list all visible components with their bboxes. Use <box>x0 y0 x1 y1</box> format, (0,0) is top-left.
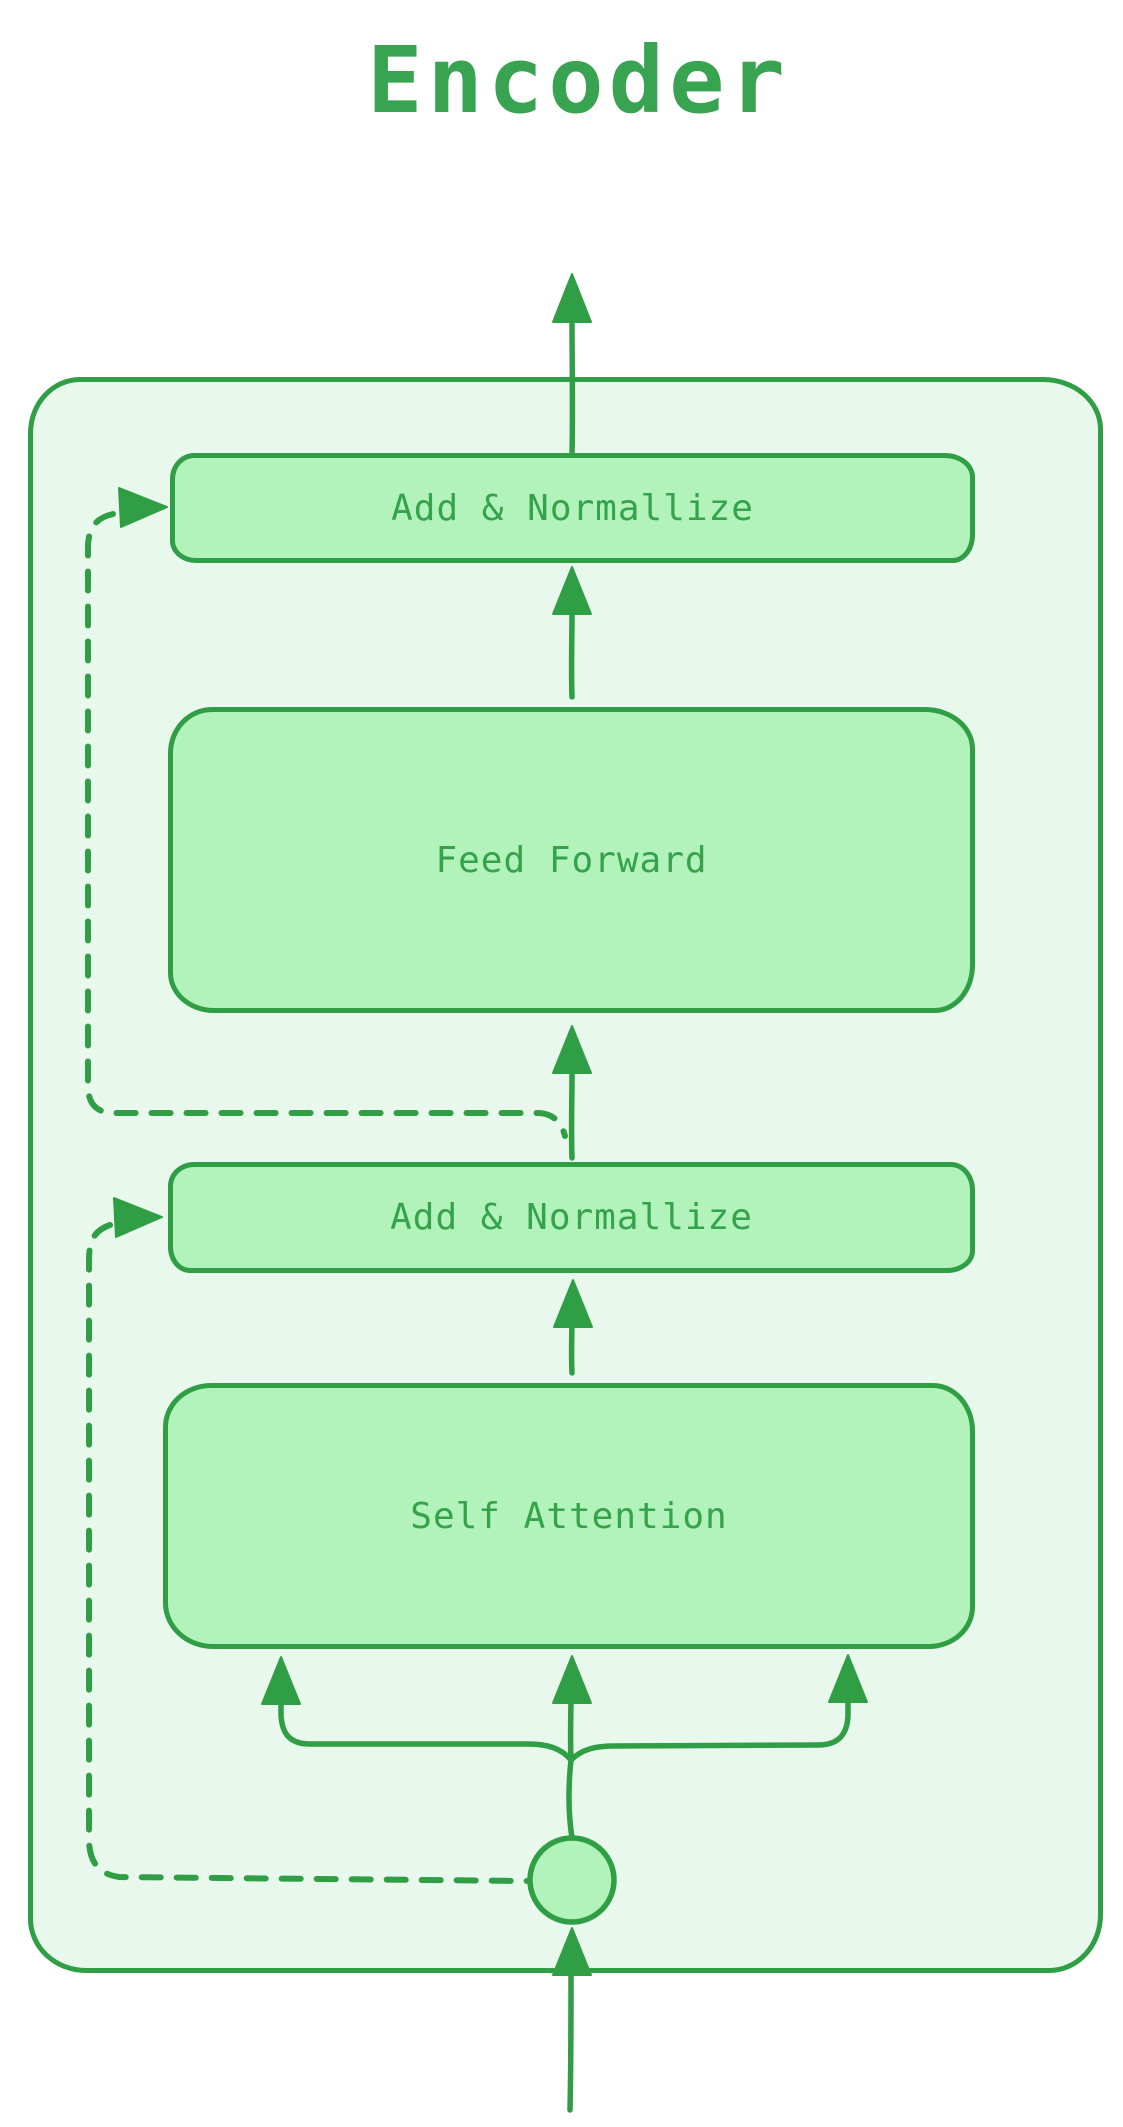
block-add-normalize-bottom: Add & Normallize <box>168 1162 975 1273</box>
diagram-title: Encoder <box>367 27 790 134</box>
block-feed-forward-label: Feed Forward <box>435 839 708 881</box>
block-add-normalize-top-label: Add & Normallize <box>391 487 754 529</box>
block-self-attention-label: Self Attention <box>410 1495 728 1537</box>
block-add-normalize-top: Add & Normallize <box>170 453 975 563</box>
block-self-attention: Self Attention <box>163 1383 975 1649</box>
block-feed-forward: Feed Forward <box>168 707 975 1013</box>
block-add-normalize-bottom-label: Add & Normallize <box>390 1197 753 1238</box>
